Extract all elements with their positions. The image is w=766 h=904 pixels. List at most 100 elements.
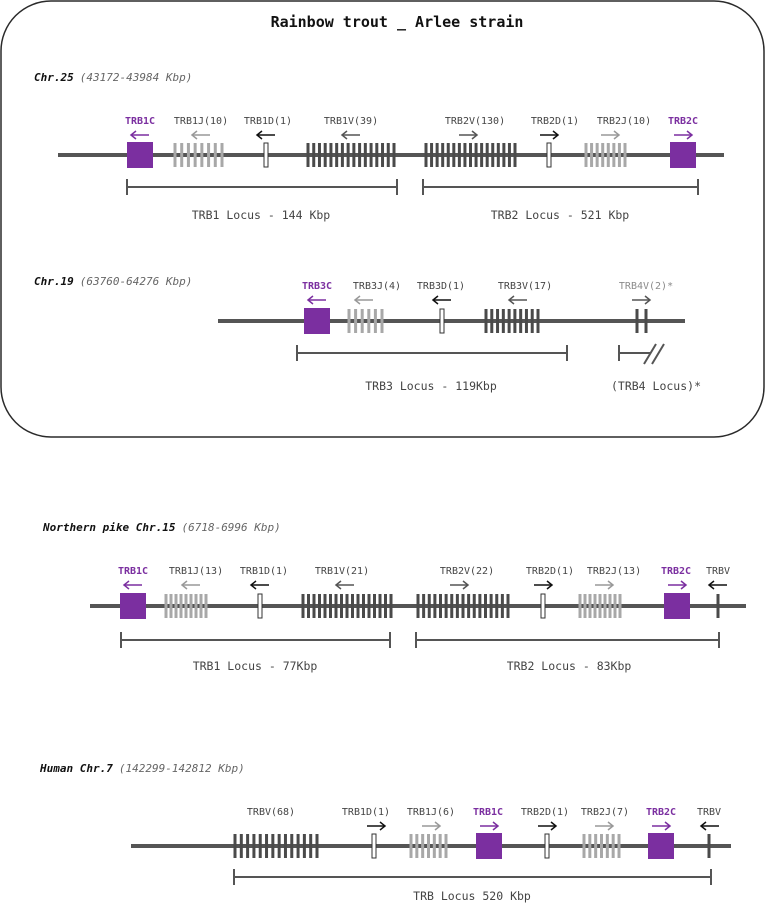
gene-label: TRB3V(17) <box>498 281 552 292</box>
constant-segment <box>127 142 153 168</box>
v-segment <box>307 594 310 618</box>
orientation-arrow <box>664 821 672 831</box>
j-segment <box>189 594 193 618</box>
v-segment <box>329 143 333 167</box>
break-mark <box>651 343 665 365</box>
j-segment <box>590 143 594 167</box>
v-segment <box>384 594 387 618</box>
orientation-arrow <box>507 295 515 305</box>
gene-label: TRB1D(1) <box>244 116 292 127</box>
v-segment <box>635 309 639 333</box>
v-segment <box>369 143 373 167</box>
j-segment <box>367 309 371 333</box>
panel-header-pike-chr15: Northern pike Chr.15(6718-6996 Kbp) <box>42 521 281 534</box>
gene-label: TRB1D(1) <box>240 566 288 577</box>
j-segment <box>194 594 198 618</box>
gene-label: TRB2C <box>646 807 676 818</box>
v-segment <box>500 594 504 618</box>
locus-label: TRB1 Locus - 144 Kbp <box>192 208 331 222</box>
v-segment <box>507 143 511 167</box>
constant-segment <box>476 833 502 859</box>
j-segment <box>432 834 436 858</box>
d-segment <box>544 833 550 859</box>
v-segment <box>301 594 305 618</box>
v-segment <box>439 594 442 618</box>
j-segment <box>169 594 173 618</box>
j-segment <box>612 143 616 167</box>
gene-label: TRB1J(10) <box>174 116 228 127</box>
v-segment <box>430 143 434 167</box>
gene-label: TRBV(68) <box>247 807 295 818</box>
v-segment <box>389 594 393 618</box>
v-segment <box>463 143 467 167</box>
v-segment <box>501 309 505 333</box>
j-segment <box>584 143 588 167</box>
v-segment <box>246 834 250 858</box>
v-segment <box>233 834 237 858</box>
v-segment <box>480 143 484 167</box>
constant-segment <box>648 833 674 859</box>
v-segment <box>356 594 360 618</box>
constant-segment <box>120 593 146 619</box>
j-segment <box>373 309 377 333</box>
v-segment <box>258 834 262 858</box>
orientation-arrow <box>492 821 500 831</box>
locus-label: TRB Locus 520 Kbp <box>413 889 531 903</box>
v-segment <box>296 834 300 858</box>
j-segment <box>603 594 607 618</box>
orientation-arrow <box>644 295 652 305</box>
j-segment <box>601 143 605 167</box>
locus-label: TRB3 Locus - 119Kbp <box>365 379 497 393</box>
v-segment <box>373 594 376 618</box>
v-segment <box>707 834 711 858</box>
orientation-arrow <box>686 130 694 140</box>
v-segment <box>335 143 339 167</box>
v-segment <box>446 143 450 167</box>
orientation-arrow <box>334 580 342 590</box>
j-segment <box>421 834 425 858</box>
orientation-arrow <box>607 580 615 590</box>
v-segment <box>312 143 316 167</box>
v-segment <box>351 594 354 618</box>
gene-label: TRB2C <box>668 116 698 127</box>
v-segment <box>367 594 371 618</box>
d-segment <box>371 833 377 859</box>
j-segment <box>184 594 188 618</box>
constant-segment <box>670 142 696 168</box>
v-segment <box>424 143 428 167</box>
v-segment <box>345 594 349 618</box>
panel-header-human-chr7: Human Chr.7(142299-142812 Kbp) <box>39 762 245 775</box>
v-segment <box>283 834 287 858</box>
j-segment <box>415 834 419 858</box>
j-segment <box>173 143 177 167</box>
v-segment <box>491 143 495 167</box>
d-segment <box>263 142 269 168</box>
j-segment <box>598 594 602 618</box>
gene-label: TRB1C <box>125 116 155 127</box>
v-segment <box>381 143 385 167</box>
j-segment <box>583 594 587 618</box>
j-segment <box>605 834 609 858</box>
d-segment <box>540 593 546 619</box>
v-segment <box>315 834 319 858</box>
v-segment <box>485 143 489 167</box>
j-segment <box>438 834 442 858</box>
orientation-arrow <box>613 130 621 140</box>
v-segment <box>496 309 500 333</box>
v-segment <box>312 594 316 618</box>
j-segment <box>588 594 592 618</box>
gene-label: TRB2C <box>661 566 691 577</box>
j-segment <box>594 834 598 858</box>
j-segment <box>582 834 586 858</box>
rainbow-trout-frame <box>0 0 765 438</box>
v-segment <box>495 594 499 618</box>
orientation-arrow <box>546 580 554 590</box>
j-segment <box>174 594 178 618</box>
v-segment <box>502 143 506 167</box>
v-segment <box>469 143 472 167</box>
orientation-arrow <box>607 821 615 831</box>
break-mark <box>643 343 657 365</box>
locus-label: TRB1 Locus - 77Kbp <box>193 659 318 673</box>
gene-label: TRBV <box>697 807 721 818</box>
